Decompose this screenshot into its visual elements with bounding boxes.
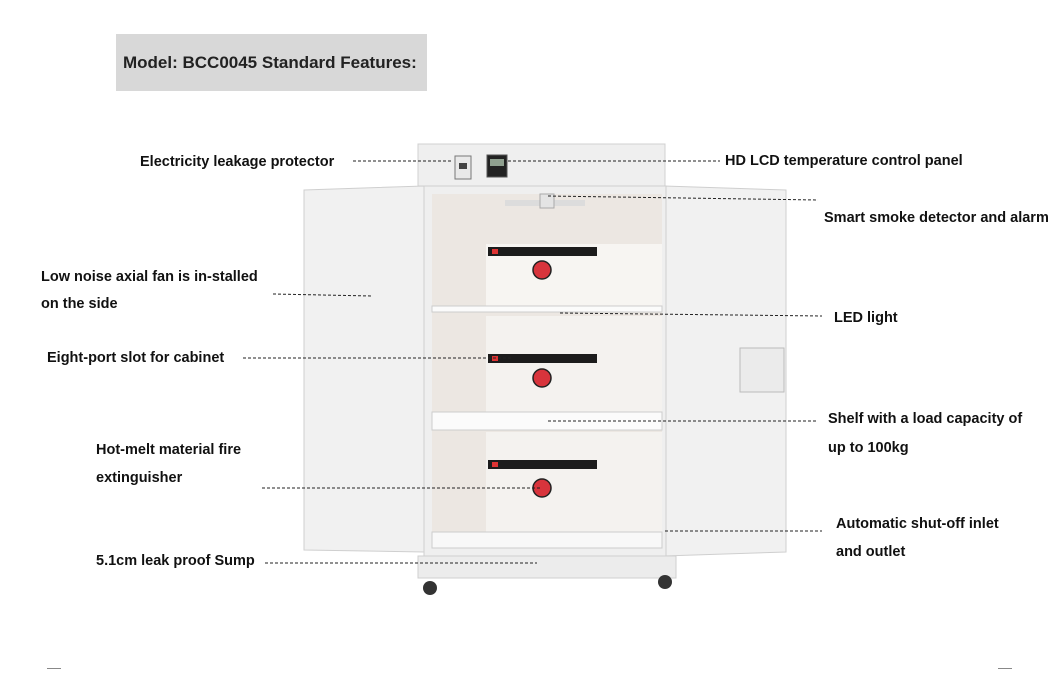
label-fan-line2: on the side bbox=[41, 296, 118, 312]
label-shutoff-line1: Automatic shut-off inlet bbox=[836, 516, 999, 532]
label-electricity-leakage: Electricity leakage protector bbox=[140, 154, 335, 170]
label-led-light: LED light bbox=[834, 310, 898, 326]
label-leak-proof-sump: 5.1cm leak proof Sump bbox=[96, 553, 255, 569]
corner-mark-left bbox=[47, 668, 61, 677]
page-title: Model: BCC0045 Standard Features: bbox=[123, 52, 417, 72]
label-lcd-panel: HD LCD temperature control panel bbox=[725, 153, 963, 169]
label-shutoff-line2: and outlet bbox=[836, 544, 906, 560]
label-smoke-detector: Smart smoke detector and alarm bbox=[824, 210, 1049, 226]
label-fan-line1: Low noise axial fan is in-stalled bbox=[41, 269, 258, 285]
socket-strip bbox=[488, 460, 597, 469]
socket-strip bbox=[488, 247, 597, 256]
corner-mark-right bbox=[998, 668, 1012, 677]
label-shelf-line2: up to 100kg bbox=[828, 440, 909, 456]
fire-extinguisher bbox=[532, 260, 552, 280]
title-banner: Model: BCC0045 Standard Features: bbox=[116, 34, 427, 91]
fire-extinguisher bbox=[532, 368, 552, 388]
socket-strip bbox=[488, 354, 597, 363]
label-eight-port-slot: Eight-port slot for cabinet bbox=[47, 350, 225, 366]
label-extinguisher-line1: Hot-melt material fire bbox=[96, 442, 242, 458]
label-extinguisher-line2: extinguisher bbox=[96, 470, 183, 486]
label-shelf-line1: Shelf with a load capacity of bbox=[828, 411, 1023, 427]
